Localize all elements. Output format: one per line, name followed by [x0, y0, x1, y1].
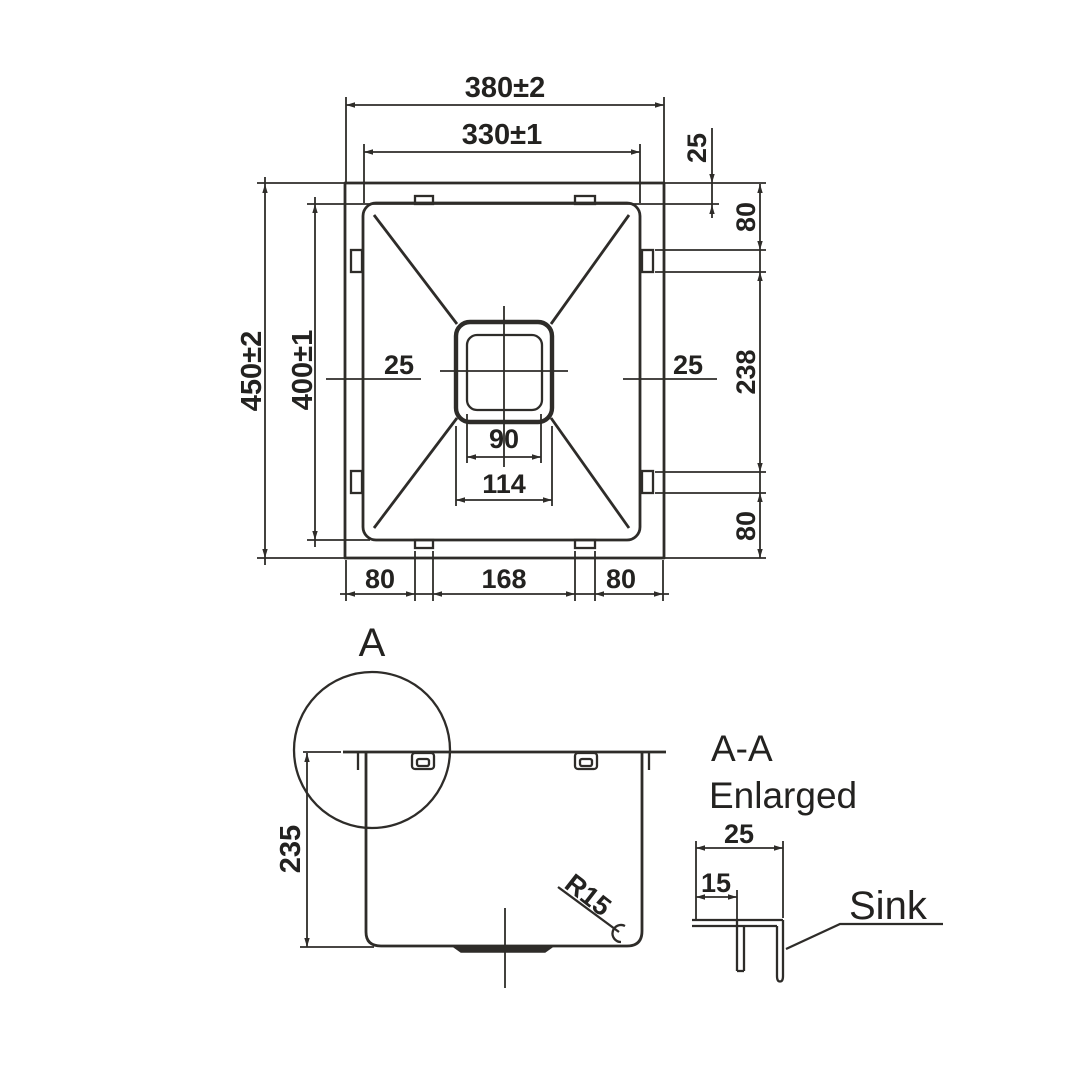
dim-drain-outer-width: 114 — [482, 469, 526, 499]
mounting-clip — [349, 248, 364, 274]
mounting-clip — [573, 751, 599, 771]
dim-detail-flange-step: 15 — [701, 868, 731, 898]
dim-bowl-width: 330±1 — [462, 119, 542, 151]
dim-clip-offset-bottom-right-side: 80 — [731, 511, 761, 541]
top-view: 380±2 330±1 450±2 400±1 25 80 238 80 25 … — [236, 72, 766, 601]
detail-title: A-A — [711, 728, 773, 769]
mounting-clip — [573, 538, 597, 550]
mounting-clip-slot — [415, 757, 431, 768]
detail-callout-sink: Sink — [849, 884, 928, 928]
detail-dimension-lines — [695, 841, 943, 951]
sink-body-outline — [364, 753, 644, 948]
dim-overall-width: 380±2 — [465, 72, 545, 104]
dim-detail-flange-width: 25 — [724, 819, 754, 849]
flange-lip-ticks — [356, 753, 651, 770]
dim-clip-spacing-right: 238 — [731, 349, 761, 394]
detail-view: A-A Enlarged 25 15 Sink — [692, 728, 943, 983]
mounting-clips-side-view — [410, 751, 599, 771]
mounting-clip — [640, 469, 655, 495]
dim-clip-offset-top-right: 80 — [731, 202, 761, 232]
detail-circle-a — [292, 670, 452, 830]
mounting-clip — [413, 538, 435, 550]
bowl-corner-fold-lines — [372, 214, 631, 529]
dim-clip-spacing-bottom: 168 — [481, 564, 526, 594]
outer-rim-outline — [343, 181, 666, 560]
top-view-dimension-arrows — [262, 102, 763, 597]
flange-profile — [692, 918, 785, 983]
mounting-clip — [573, 194, 597, 206]
dim-drain-inner-width: 90 — [489, 424, 519, 454]
dim-rim-offset-top-right: 25 — [682, 133, 712, 163]
mounting-clip-slot — [578, 757, 594, 768]
dim-bowl-depth-side: 235 — [275, 825, 307, 873]
mounting-clip — [413, 194, 435, 206]
mounting-clip — [640, 248, 655, 274]
drain-outer-outline — [453, 319, 555, 425]
mounting-clips-top-view — [349, 194, 655, 550]
detail-marker-a: A — [359, 621, 386, 665]
dim-overall-depth: 450±2 — [236, 331, 268, 411]
mounting-clip — [349, 469, 364, 495]
mounting-clip — [410, 751, 436, 771]
dim-rim-width-left: 25 — [384, 350, 414, 380]
dim-clip-offset-bottom-left: 80 — [365, 564, 395, 594]
detail-subtitle: Enlarged — [709, 775, 857, 816]
dim-clip-offset-bottom-right: 80 — [606, 564, 636, 594]
drain-inner-outline — [465, 333, 544, 412]
bowl-outline — [361, 201, 642, 542]
drain-recess — [451, 946, 555, 953]
dim-bowl-depth: 400±1 — [287, 330, 319, 410]
dim-rim-width-right: 25 — [673, 350, 703, 380]
